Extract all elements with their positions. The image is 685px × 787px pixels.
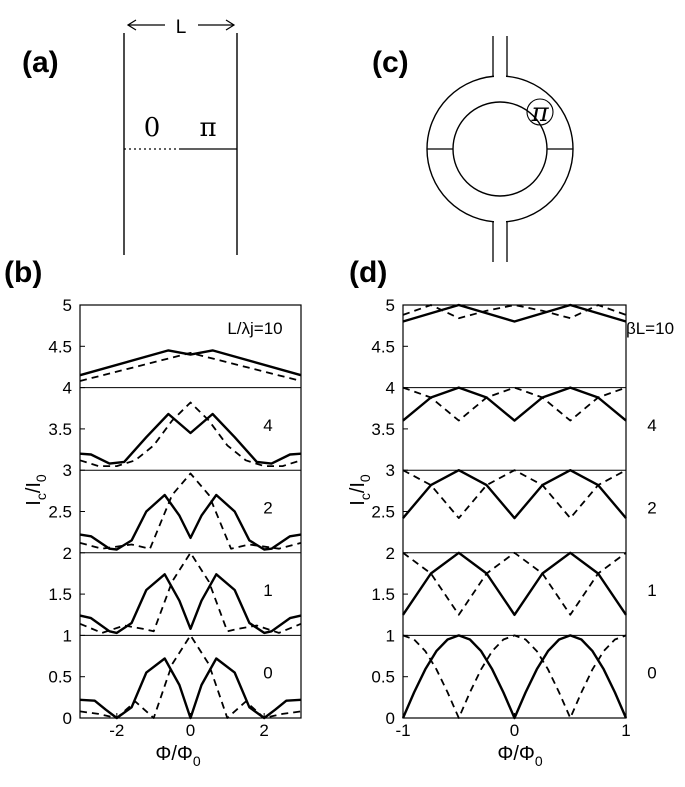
d-subplot-label-3: 1 — [647, 581, 656, 600]
d-solid-curve-2 — [402, 469, 627, 520]
b-subplot-label-1: 4 — [263, 416, 272, 435]
d-solid-curve-0 — [402, 303, 627, 323]
diagram-a: L 0 π — [123, 17, 238, 255]
b-subplot-label-4: 0 — [263, 664, 272, 683]
b-subplot-label-2: 2 — [263, 498, 272, 517]
chart-b-ylabel: Ic/I0 — [23, 474, 49, 506]
top-lead-gap — [494, 72, 506, 80]
d-ytick-label: 5 — [386, 296, 395, 315]
b-subplot-label-3: 1 — [263, 581, 272, 600]
d-ytick-label: 4.5 — [371, 337, 395, 356]
d-ytick-label: 0 — [386, 709, 395, 728]
diagram-c: π — [426, 36, 574, 262]
b-ytick-label: 3.5 — [48, 420, 72, 439]
d-dashed-curve-1 — [402, 386, 627, 422]
b-ytick-label: 3 — [63, 461, 72, 480]
panel-label-d: (d) — [349, 256, 387, 289]
b-dashed-curve-3 — [79, 551, 302, 634]
panel-label-c: (c) — [372, 46, 409, 79]
d-ytick-label: 3 — [386, 461, 395, 480]
d-dashed-curve-4 — [402, 634, 627, 719]
length-label: L — [176, 17, 187, 38]
b-ytick-label: 0.5 — [48, 668, 72, 687]
length-arrowhead-right — [225, 19, 236, 31]
d-ytick-label: 4 — [386, 379, 395, 398]
d-solid-curve-3 — [402, 551, 627, 616]
panel-label-b: (b) — [4, 256, 42, 289]
b-ytick-label: 4 — [63, 379, 72, 398]
b-ytick-label: 2 — [63, 544, 72, 563]
b-solid-curve-1 — [79, 412, 302, 465]
d-subplot-label-2: 2 — [647, 498, 656, 517]
d-xtick-label: 1 — [621, 721, 630, 740]
d-dashed-curve-3 — [402, 551, 627, 616]
pi-junction-label: π — [530, 98, 549, 128]
b-ytick-label: 1 — [63, 626, 72, 645]
d-subplot-label-0: βL=10 — [626, 319, 674, 338]
b-ytick-label: 0 — [63, 709, 72, 728]
d-ytick-label: 0.5 — [371, 668, 395, 687]
d-solid-curve-4 — [401, 634, 628, 720]
d-solid-curve-1 — [402, 386, 627, 422]
b-dashed-curve-1 — [79, 401, 302, 468]
b-ytick-label: 5 — [63, 296, 72, 315]
d-xtick-label: -1 — [395, 721, 410, 740]
b-dashed-curve-0 — [79, 351, 302, 382]
b-solid-curve-3 — [79, 573, 302, 635]
d-ytick-label: 2.5 — [371, 503, 395, 522]
panel-label-a: (a) — [22, 46, 59, 79]
svg-text:Ic/I0: Ic/I0 — [23, 474, 49, 506]
b-solid-curve-2 — [79, 493, 302, 551]
d-subplot-label-1: 4 — [647, 416, 656, 435]
d-ytick-label: 3.5 — [371, 420, 395, 439]
pi-label: π — [199, 113, 216, 143]
bottom-lead-gap — [494, 218, 506, 226]
b-ytick-label: 1.5 — [48, 585, 72, 604]
zero-label: 0 — [144, 113, 161, 143]
length-arrowhead-left — [126, 19, 137, 31]
d-axes-frame — [402, 304, 627, 719]
chart-d-xlabel: Φ/Φ0 — [497, 743, 542, 769]
chart-b: L/λj=10 4 2 1 0 0 0.5 1 1.5 2 2.5 3 3.5 4 4.5 5 -2 0 2 — [48, 296, 302, 740]
b-solid-curve-0 — [79, 349, 302, 377]
chart-d-xlabel-text: Φ/Φ0 — [497, 743, 542, 769]
svg-text:Ic/I0: Ic/I0 — [347, 474, 373, 506]
chart-b-xlabel-text: Φ/Φ0 — [155, 743, 200, 769]
b-ytick-label: 2.5 — [48, 503, 72, 522]
d-dashed-curve-2 — [402, 469, 627, 519]
d-subplot-label-4: 0 — [647, 664, 656, 683]
b-xtick-label: -2 — [109, 721, 124, 740]
d-xtick-label: 0 — [510, 721, 519, 740]
b-ytick-label: 4.5 — [48, 337, 72, 356]
d-ytick-label: 1.5 — [371, 585, 395, 604]
b-xtick-label: 2 — [259, 721, 268, 740]
chart-d-ylabel: Ic/I0 — [347, 474, 373, 506]
d-ytick-label: 1 — [386, 626, 395, 645]
pi-junction-circle — [526, 98, 554, 126]
chart-b-xlabel: Φ/Φ0 — [155, 743, 200, 769]
b-subplot-label-0: L/λj=10 — [227, 319, 282, 338]
b-xtick-label: 0 — [186, 721, 195, 740]
d-ytick-label: 2 — [386, 544, 395, 563]
